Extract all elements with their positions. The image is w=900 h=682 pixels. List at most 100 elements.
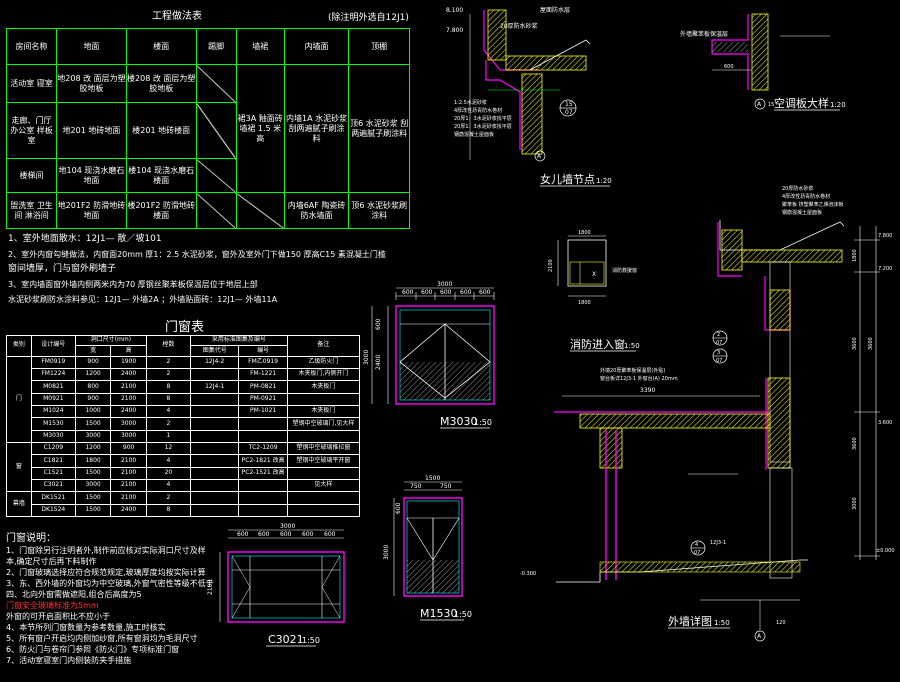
ew-callout-1-sheet: 07 [716, 340, 722, 346]
note-line-4: 3、室内墙面窗外墙内侧两米内为70 厚钢丝聚苯板保温层位于地层上部 [8, 280, 258, 289]
general-notes: 1、室外地面散水：12J1— 散／坡101 2、室外内窗勾缝做法，内窗面20mm… [8, 232, 408, 307]
header-ceiling: 顶棚 [348, 28, 410, 65]
fire-w: 1800 [578, 230, 591, 236]
door-note-line: 4、本节所列门窗数量为参考数量,施工时核实 [6, 623, 166, 632]
fire-window-frame [567, 239, 607, 287]
door-note-line: 2、门窗玻璃选择应符合规范规定,玻璃厚度均按实际计算 [6, 568, 206, 577]
m1530-frame [403, 497, 463, 597]
m1530-h: 3000 [383, 545, 390, 560]
m3030-top-dims [395, 292, 495, 300]
dw-remark [286, 491, 361, 505]
ceiling-cell: 顶6 水泥砂浆 刮两遍腻子刷涂料 [348, 64, 410, 193]
ac-axis-a: A [757, 101, 762, 108]
note-line-3: 窗间墙厚，门与窗外刷墙子 [8, 264, 117, 274]
wainscot-cell: 裙3A 釉面砖墙裙 1.5 米高 [235, 64, 285, 193]
door-note-line: 四、北向外窗需做遮阳,组合后高度为5 [6, 590, 142, 599]
dw-h-height: 高 [110, 345, 147, 357]
fire-h: 2100 [548, 259, 554, 272]
header-upper-floor: 楼面 [125, 28, 197, 65]
m1530-scale: 1:50 [454, 610, 472, 619]
ew-span: 3390 [640, 387, 655, 394]
c3021-label: C3021 [268, 633, 304, 646]
parapet-note-3: 4厚改性沥青防水卷材 [454, 107, 502, 114]
door-note-line: 门窗安全玻璃标准为5mm [6, 601, 99, 610]
parapet-note-2: 1:2.5水泥砂浆 [454, 99, 487, 106]
dw-code: C1821 [30, 454, 76, 468]
ew-note-5: 外墙20厚聚苯板保温层(外贴) [600, 367, 665, 374]
parapet-note-6: 钢筋混凝土屋面板 [454, 131, 494, 138]
m3030-total: 3000 [437, 281, 452, 288]
row4-floor: 地201F2 防滑地砖地面 [56, 192, 127, 229]
m1530-lower-panel [407, 560, 459, 593]
fire-scale: 1:50 [624, 342, 640, 350]
parapet-callout-sheet: 07 [565, 109, 573, 116]
exterior-wall-detail: 20厚防水砂浆 4厚改性沥青防水卷材 聚苯板 挤塑聚苯乙烯泡沫板 钢筋混凝土屋面… [520, 185, 895, 642]
parapet-elev-1: 8.100 [446, 7, 463, 14]
c3021-scale: 1:50 [302, 636, 320, 645]
m3030-label: M3030 [440, 415, 478, 428]
m3030-dim-2: 600 [421, 289, 433, 296]
finish-table-note: (除注明外选自12J1) [328, 13, 409, 23]
ew-note-1: 20厚防水砂浆 [782, 185, 813, 192]
c3021-dim-2: 600 [258, 531, 270, 538]
ew-dim-1: 1800 [852, 249, 858, 262]
ew-note-6: 窗台板详12J3-1 外窗台(A) 20mm [600, 375, 678, 382]
finish-table: 房间名称 地面 楼面 踢脚 墙裙 内墙面 顶棚 活动室 寝室 地208 改 面层… [5, 28, 410, 229]
c3021-frame [227, 551, 345, 623]
parapet-note-5: 20厚1：3水泥砂浆找平层 [454, 123, 512, 130]
fire-title: 消防进入窗 [570, 337, 625, 351]
parapet-title: 女儿墙节点 [540, 172, 595, 186]
ew-dim-3: 3600 [868, 337, 874, 350]
ew-dim-5: 3000 [852, 497, 858, 510]
row4-upper: 楼201F2 防滑地砖楼面 [125, 192, 197, 229]
ew-level-3: 3.600 [878, 420, 892, 426]
ew-level-5: -0.300 [520, 571, 536, 577]
m1530-elevation: 1500 750 750 3000 600 M1530 1:50 [383, 475, 472, 621]
door-notes: 门窗说明： 1、门窗除另行注明者外,制作前应核对实际洞口尺寸及样 本,确定尺寸后… [6, 532, 246, 666]
c3021-h: 2100 [207, 580, 214, 595]
door-note-line: 1、门窗除另行注明者外,制作前应核对实际洞口尺寸及样 [6, 546, 206, 555]
ew-callout-2-num: 3 [717, 350, 720, 356]
fire-note: 消防救援窗 [612, 267, 637, 274]
m1530-label: M1530 [420, 607, 458, 620]
dw-cat-window: 窗 [6, 441, 32, 493]
row1-room: 活动室 寝室 [5, 64, 58, 103]
ac-note: 外墙聚苯板保温层 [680, 30, 728, 38]
m1530-dim-2: 750 [440, 483, 452, 490]
dw-h-atlas-num: 编号 [238, 345, 288, 357]
m3030-frame-outer [395, 305, 495, 405]
ew-title: 外墙详图 [668, 614, 712, 628]
ew-callout-2-sheet: 07 [716, 358, 722, 364]
ac-dim: 600 [724, 64, 734, 70]
c3021-total: 3000 [280, 523, 295, 530]
row4-ceiling: 顶6 水泥砂浆刷涂料 [348, 192, 410, 229]
ac-axis-num: 15 [768, 102, 774, 108]
row2-skirting-slash [195, 102, 237, 159]
ew-ref: 12J3-1 [710, 540, 726, 546]
parapet-axis-a: A [537, 153, 542, 160]
parapet-note-7: 屋面防水层 [540, 6, 570, 14]
dw-remark [286, 503, 361, 517]
door-note-line: 本,确定尺寸后再下料制作 [6, 557, 97, 566]
m3030-dim-1: 600 [402, 289, 414, 296]
door-note-line: 5、所有窗户开启均内侧加纱窗,所有窗洞均为毛洞尺寸 [6, 634, 198, 643]
row1-skirting-slash [195, 64, 237, 103]
door-note-line: 6、防火门与卷帘门参照《防火门》专项标准门窗 [6, 645, 180, 654]
row2-upper: 楼201 地砖楼面 [125, 102, 197, 159]
ac-scale: 1:20 [830, 101, 846, 109]
dw-code: C1209 [30, 441, 76, 456]
m3030-scale: 1:50 [474, 418, 492, 427]
m1530-h1: 600 [395, 502, 402, 514]
m3030-h: 3000 [363, 350, 370, 365]
ew-note-4: 钢筋混凝土屋面板 [782, 209, 822, 216]
m3030-elevation: 600 600 600 600 600 3000 600 2400 3000 M… [363, 281, 495, 429]
door-note-line: 外窗的可开启面积比不应小于 [6, 612, 110, 621]
row3-skirting-slash [195, 158, 237, 193]
